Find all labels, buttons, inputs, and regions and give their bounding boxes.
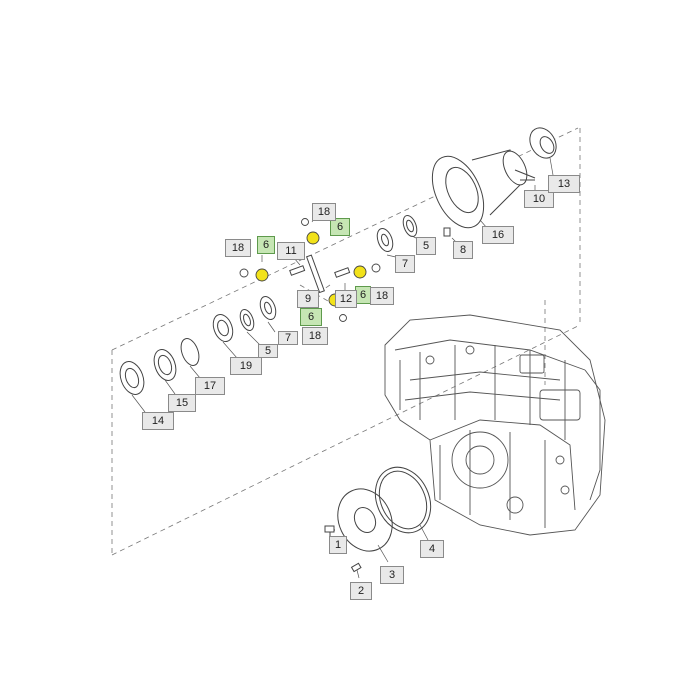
bearing-cone [529, 127, 557, 159]
callout-17[interactable]: 17 [195, 377, 225, 395]
bearing-and-rings [119, 313, 234, 395]
transmission-housing [384, 314, 606, 536]
callout-6-highlighted[interactable]: 6 [300, 308, 322, 326]
callout-19[interactable]: 19 [230, 357, 262, 375]
callout-8[interactable]: 8 [453, 241, 473, 259]
cover-and-gasket [337, 466, 432, 573]
callout-6-highlighted[interactable]: 6 [257, 236, 275, 254]
spider-shafts [289, 254, 351, 294]
callout-3[interactable]: 3 [380, 566, 404, 584]
callout-4[interactable]: 4 [420, 540, 444, 558]
callout-1[interactable]: 1 [329, 536, 347, 554]
callout-7[interactable]: 7 [395, 255, 415, 273]
callout-13[interactable]: 13 [548, 175, 580, 193]
callout-10[interactable]: 10 [524, 190, 554, 208]
pinion-gears-highlighted [255, 231, 367, 307]
callout-14[interactable]: 14 [142, 412, 174, 430]
callout-6-highlighted[interactable]: 6 [330, 218, 350, 236]
callout-6-highlighted[interactable]: 6 [355, 286, 371, 304]
callout-5[interactable]: 5 [416, 237, 436, 255]
callout-18[interactable]: 18 [312, 203, 336, 221]
callout-12[interactable]: 12 [335, 290, 357, 308]
callout-15[interactable]: 15 [168, 394, 196, 412]
callout-7[interactable]: 7 [278, 331, 298, 345]
bevel-gears [259, 227, 394, 321]
callout-2[interactable]: 2 [350, 582, 372, 600]
callout-9[interactable]: 9 [297, 290, 319, 308]
callout-11[interactable]: 11 [277, 242, 305, 260]
thrust-washers [239, 214, 418, 332]
small-washers [239, 218, 381, 322]
callout-18[interactable]: 18 [302, 327, 328, 345]
callout-16[interactable]: 16 [482, 226, 514, 244]
differential-housing [431, 149, 536, 229]
callout-18[interactable]: 18 [370, 287, 394, 305]
callout-5[interactable]: 5 [258, 344, 278, 358]
callout-18[interactable]: 18 [225, 239, 251, 257]
